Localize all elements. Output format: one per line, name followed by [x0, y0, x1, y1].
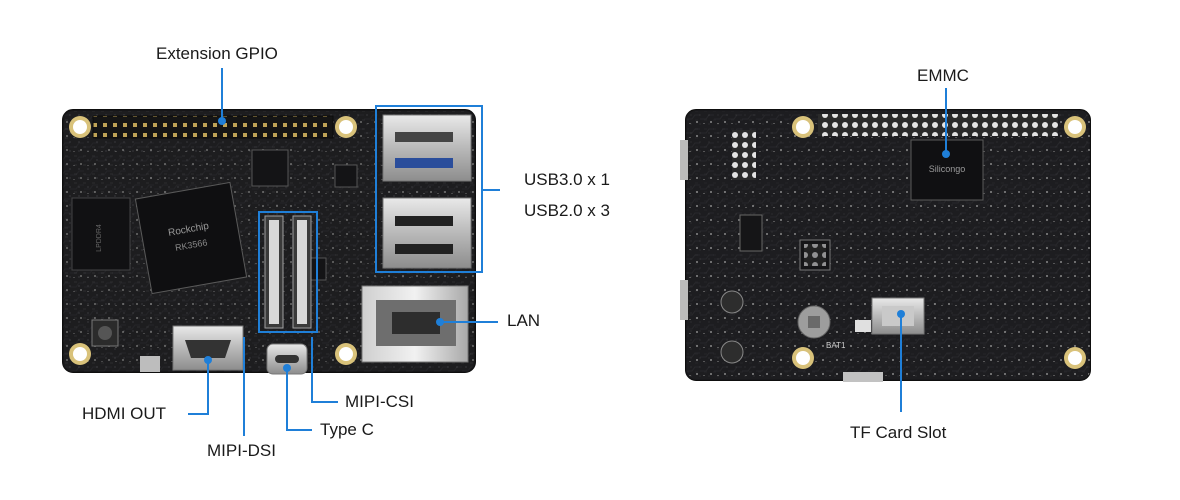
cap-back-a: [720, 290, 744, 314]
label-type-c: Type C: [320, 420, 374, 439]
edge-port-left-b: [680, 280, 688, 320]
label-mipi-dsi: MIPI-DSI: [207, 441, 276, 460]
gpio-pads-back: [818, 114, 1058, 136]
mipi-connectors: [264, 215, 312, 329]
usb-c-port: [266, 343, 308, 375]
pad-column-back: [732, 130, 756, 180]
chip-small-a: [334, 164, 358, 188]
board-front: LPDDR4 Rockchip RK3566: [62, 109, 476, 375]
usb-ports: [382, 114, 472, 269]
emmc-brand-text: Silicongo: [929, 164, 966, 174]
edge-port-left: [680, 140, 688, 180]
board-back: Silicongo BAT1: [680, 109, 1091, 382]
mounting-holes-back: [792, 116, 1086, 369]
callout-dots: [204, 117, 950, 372]
label-hdmi-out: HDMI OUT: [82, 404, 167, 423]
gpio-header: [92, 115, 334, 139]
label-usb20: USB2.0 x 3: [524, 201, 610, 220]
cap-back-b: [720, 340, 744, 364]
label-usb30: USB3.0 x 1: [524, 170, 610, 189]
mounting-holes-front: [69, 116, 357, 365]
battery-connector: BAT1: [797, 305, 846, 350]
label-emmc: EMMC: [917, 66, 969, 85]
soc-chip: Rockchip RK3566: [134, 181, 248, 295]
battery-label: BAT1: [826, 341, 846, 350]
chip-back-c: [855, 320, 871, 332]
edge-connector-back: [843, 372, 883, 382]
pmic-chip: [251, 149, 289, 187]
svg-text:LPDDR4: LPDDR4: [96, 224, 103, 252]
lan-port: [361, 285, 469, 363]
label-mipi-csi: MIPI-CSI: [345, 392, 414, 411]
label-extension-gpio: Extension GPIO: [156, 44, 278, 63]
chip-back-b: [739, 214, 763, 252]
callouts: [188, 68, 947, 436]
label-lan: LAN: [507, 311, 541, 330]
label-tf-card-slot: TF Card Slot: [850, 423, 947, 442]
ddr-chip: LPDDR4: [71, 197, 131, 271]
